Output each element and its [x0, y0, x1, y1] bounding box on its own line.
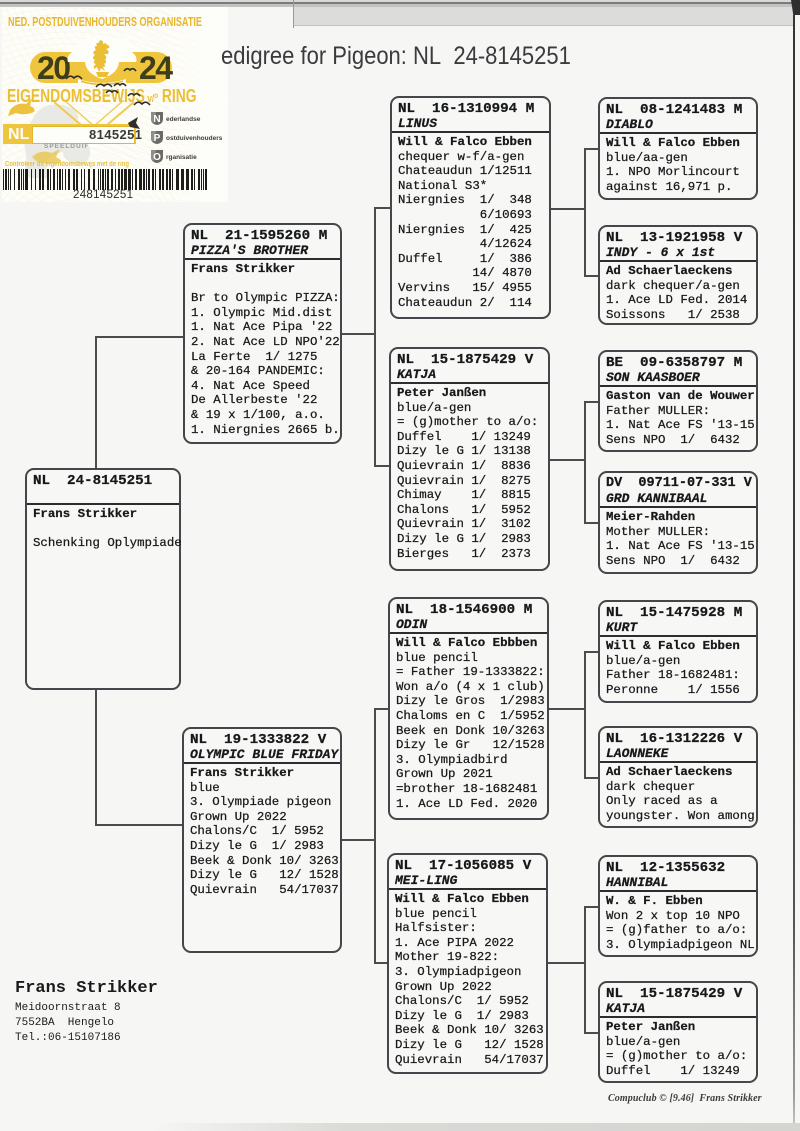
svg-text:O: O: [153, 152, 161, 163]
svg-text:N: N: [153, 114, 160, 125]
svg-text:P: P: [154, 133, 161, 144]
